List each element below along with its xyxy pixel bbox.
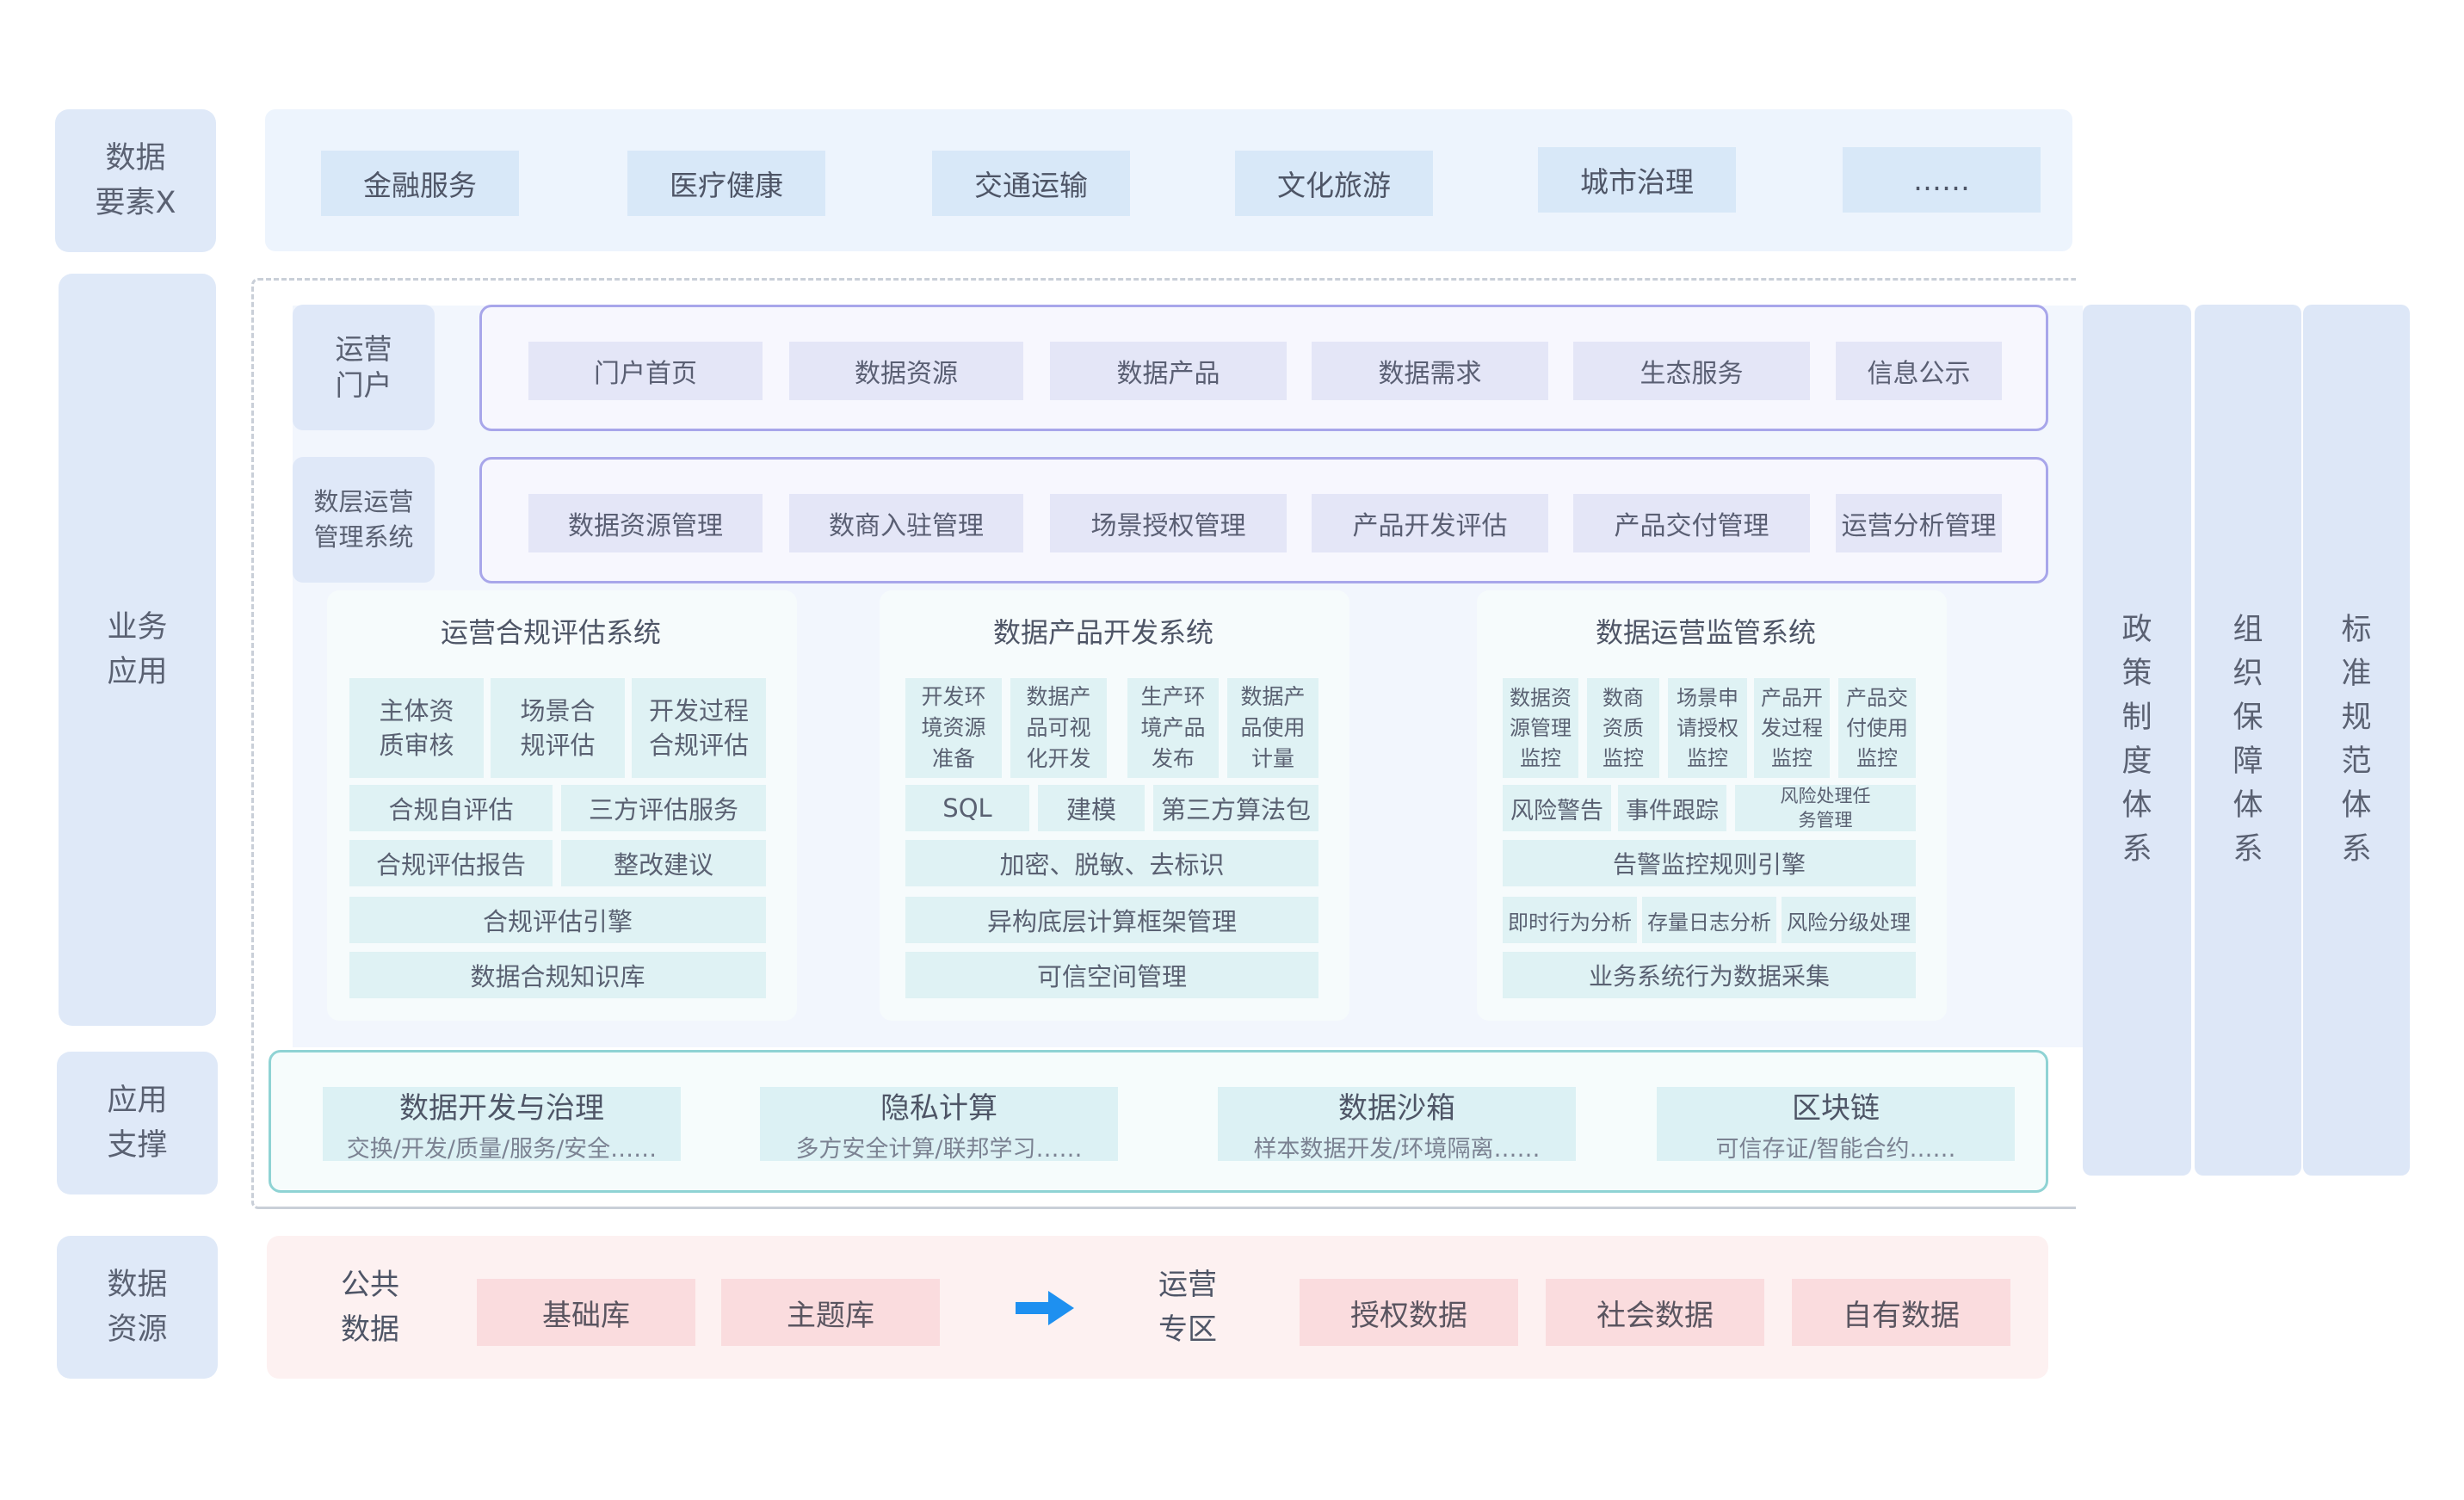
- monitor-cell: 风险分级处理: [1782, 897, 1916, 943]
- product-dev-cell: 生产环 境产品 发布: [1127, 678, 1219, 778]
- compliance-cell: 合规自评估: [349, 785, 553, 831]
- side-label-app-support: 应用 支撑: [57, 1052, 218, 1194]
- compliance-cell: 合规评估报告: [349, 840, 553, 886]
- side-label-data-source: 数据 资源: [57, 1236, 218, 1379]
- support-card-title: 隐私计算: [880, 1091, 997, 1126]
- support-card-sub: 样本数据开发/环境隔离……: [1253, 1136, 1541, 1163]
- support-card: 隐私计算 多方安全计算/联邦学习……: [760, 1087, 1118, 1163]
- monitor-system-panel: 数据运营监管系统 数据资 源管理 监控 数商 资质 监控 场景申 请授权 监控 …: [1477, 590, 1947, 1021]
- compliance-cell: 场景合 规评估: [491, 678, 625, 778]
- monitor-title: 数据运营监管系统: [1595, 616, 1816, 649]
- arrow-right-icon: [1016, 1291, 1074, 1325]
- source-tag: 主题库: [721, 1279, 940, 1346]
- source-tag: 基础库: [477, 1279, 695, 1346]
- portal-item[interactable]: 生态服务: [1573, 342, 1810, 400]
- portal-item[interactable]: 数据产品: [1050, 342, 1287, 400]
- compliance-cell: 整改建议: [561, 840, 766, 886]
- product-dev-cell: 异构底层计算框架管理: [905, 897, 1318, 943]
- support-card-title: 数据开发与治理: [399, 1091, 604, 1126]
- product-dev-system-panel: 数据产品开发系统 开发环 境资源 准备 数据产 品可视 化开发 生产环 境产品 …: [880, 590, 1349, 1021]
- compliance-cell: 开发过程 合规评估: [632, 678, 766, 778]
- public-data-label: 公共 数据: [341, 1268, 399, 1347]
- support-card-title: 数据沙箱: [1338, 1091, 1455, 1126]
- compliance-cell: 数据合规知识库: [349, 952, 766, 998]
- monitor-cell: 业务系统行为数据采集: [1503, 952, 1916, 998]
- pillar-organization: 组 织 保 障 体 系: [2195, 305, 2301, 1176]
- side-label-data-element: 数据 要素X: [55, 109, 216, 252]
- monitor-cell: 产品开 发过程 监控: [1754, 678, 1830, 778]
- industries-panel: 金融服务 医疗健康 交通运输 文化旅游 城市治理 ……: [265, 109, 2072, 251]
- mgmt-label: 数层运营 管理系统: [293, 457, 435, 583]
- compliance-cell: 主体资 质审核: [349, 678, 484, 778]
- source-tag: 授权数据: [1300, 1279, 1518, 1346]
- compliance-system-panel: 运营合规评估系统 主体资 质审核 场景合 规评估 开发过程 合规评估 合规自评估…: [327, 590, 797, 1021]
- industry-tag: 文化旅游: [1235, 151, 1433, 216]
- product-dev-cell: 第三方算法包: [1153, 785, 1318, 831]
- product-dev-cell: 数据产 品使用 计量: [1227, 678, 1318, 778]
- pillar-standards: 标 准 规 范 体 系: [2303, 305, 2410, 1176]
- compliance-cell: 三方评估服务: [561, 785, 766, 831]
- monitor-cell: 风险处理任 务管理: [1735, 785, 1916, 831]
- portal-label: 运营 门户: [293, 305, 435, 430]
- industry-tag: 交通运输: [932, 151, 1130, 216]
- product-dev-cell: 数据产 品可视 化开发: [1010, 678, 1107, 778]
- monitor-cell: 产品交 付使用 监控: [1838, 678, 1916, 778]
- product-dev-cell: 可信空间管理: [905, 952, 1318, 998]
- monitor-cell: 数商 资质 监控: [1587, 678, 1659, 778]
- portal-item[interactable]: 门户首页: [528, 342, 763, 400]
- support-card-sub: 交换/开发/质量/服务/安全……: [346, 1136, 658, 1163]
- product-dev-cell: 开发环 境资源 准备: [905, 678, 1002, 778]
- mgmt-item[interactable]: 运营分析管理: [1836, 494, 2002, 552]
- pillar-policy: 政 策 制 度 体 系: [2083, 305, 2191, 1176]
- industry-tag: 城市治理: [1538, 147, 1736, 213]
- mgmt-item[interactable]: 数商入驻管理: [789, 494, 1023, 552]
- support-card: 区块链 可信存证/智能合约……: [1657, 1087, 2015, 1163]
- monitor-cell: 事件跟踪: [1618, 785, 1726, 831]
- portal-item[interactable]: 数据需求: [1312, 342, 1548, 400]
- support-card-title: 区块链: [1792, 1091, 1880, 1126]
- support-card-sub: 多方安全计算/联邦学习……: [795, 1136, 1083, 1163]
- portal-item[interactable]: 数据资源: [789, 342, 1023, 400]
- support-card: 数据沙箱 样本数据开发/环境隔离……: [1218, 1087, 1576, 1163]
- product-dev-cell: 建模: [1038, 785, 1145, 831]
- source-tag: 社会数据: [1546, 1279, 1764, 1346]
- monitor-cell: 即时行为分析: [1503, 897, 1637, 943]
- industry-tag-more: ……: [1843, 147, 2041, 213]
- compliance-title: 运营合规评估系统: [440, 616, 661, 649]
- mgmt-item[interactable]: 产品开发评估: [1312, 494, 1548, 552]
- mgmt-item[interactable]: 场景授权管理: [1050, 494, 1287, 552]
- industry-tag: 医疗健康: [627, 151, 825, 216]
- monitor-cell: 告警监控规则引擎: [1503, 840, 1916, 886]
- zone-label: 运营 专区: [1158, 1268, 1217, 1347]
- product-dev-cell: SQL: [905, 785, 1029, 831]
- monitor-cell: 场景申 请授权 监控: [1668, 678, 1747, 778]
- product-dev-cell: 加密、脱敏、去标识: [905, 840, 1318, 886]
- product-dev-title: 数据产品开发系统: [992, 616, 1213, 649]
- mgmt-item[interactable]: 产品交付管理: [1573, 494, 1810, 552]
- industry-tag: 金融服务: [321, 151, 519, 216]
- source-tag: 自有数据: [1792, 1279, 2010, 1346]
- support-card: 数据开发与治理 交换/开发/质量/服务/安全……: [323, 1087, 681, 1163]
- compliance-cell: 合规评估引擎: [349, 897, 766, 943]
- monitor-cell: 存量日志分析: [1642, 897, 1776, 943]
- data-source-panel: 公共 数据 基础库 主题库 运营 专区 授权数据 社会数据 自有数据: [267, 1236, 2048, 1379]
- mgmt-panel: 数据资源管理 数商入驻管理 场景授权管理 产品开发评估 产品交付管理 运营分析管…: [479, 457, 2048, 583]
- portal-item[interactable]: 信息公示: [1836, 342, 2002, 400]
- monitor-cell: 数据资 源管理 监控: [1503, 678, 1578, 778]
- monitor-cell: 风险警告: [1503, 785, 1611, 831]
- mgmt-item[interactable]: 数据资源管理: [528, 494, 763, 552]
- support-card-sub: 可信存证/智能合约……: [1715, 1136, 1956, 1163]
- support-panel: 数据开发与治理 交换/开发/质量/服务/安全…… 隐私计算 多方安全计算/联邦学…: [269, 1050, 2048, 1193]
- dashed-separator: [258, 1207, 2076, 1209]
- side-label-business: 业务 应用: [59, 274, 216, 1026]
- portal-panel: 门户首页 数据资源 数据产品 数据需求 生态服务 信息公示: [479, 305, 2048, 431]
